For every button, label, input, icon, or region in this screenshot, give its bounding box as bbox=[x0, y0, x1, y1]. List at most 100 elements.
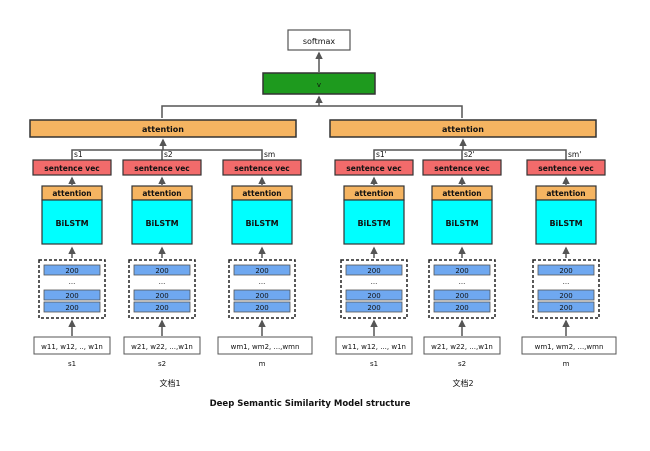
bilstm-box bbox=[41, 199, 103, 245]
sentence-label: s2' bbox=[464, 150, 475, 159]
embedding-vector bbox=[537, 264, 595, 276]
v-box bbox=[262, 72, 376, 95]
embedding-vector bbox=[433, 289, 491, 301]
column-attention-label: attention bbox=[546, 189, 585, 198]
bilstm-label: BiLSTM bbox=[549, 219, 582, 228]
sentence-vec-label: sentence vec bbox=[346, 164, 401, 173]
embedding-vector bbox=[43, 289, 101, 301]
embedding-label: ... bbox=[69, 278, 76, 286]
group-attention-label: attention bbox=[442, 125, 484, 134]
sentence-bus bbox=[71, 149, 263, 160]
sentence-vec-box bbox=[222, 159, 302, 176]
embedding-ellipsis bbox=[538, 278, 594, 287]
embedding-label: 200 bbox=[367, 292, 380, 300]
column-attention-label: attention bbox=[442, 189, 481, 198]
embedding-vector bbox=[233, 289, 291, 301]
embedding-label: ... bbox=[259, 278, 266, 286]
words-box bbox=[33, 336, 111, 355]
v-label: v bbox=[317, 81, 321, 89]
sentence-vec-box bbox=[334, 159, 414, 176]
sentence-vec-label: sentence vec bbox=[234, 164, 289, 173]
embedding-vector bbox=[43, 264, 101, 276]
column-attention-label: attention bbox=[142, 189, 181, 198]
merge-connector bbox=[161, 105, 463, 118]
bilstm-box bbox=[131, 199, 193, 245]
sentence-vec-box bbox=[526, 159, 606, 176]
sentence-name: m bbox=[259, 360, 266, 368]
sentence-label: s1 bbox=[74, 150, 83, 159]
words-box bbox=[217, 336, 313, 355]
sentence-column: s2'sentence vecattentionBiLSTM200...2002… bbox=[422, 150, 502, 368]
group-attention-label: attention bbox=[142, 125, 184, 134]
embedding-label: 200 bbox=[559, 267, 572, 275]
embedding-ellipsis bbox=[44, 278, 100, 287]
words-label: w21, w22, ...,w1n bbox=[131, 343, 193, 351]
column-attention-label: attention bbox=[52, 189, 91, 198]
embedding-label: 200 bbox=[367, 304, 380, 312]
sentence-label: sm bbox=[264, 150, 275, 159]
sentence-vec-box bbox=[122, 159, 202, 176]
words-label: wm1, wm2, ...,wmn bbox=[535, 343, 604, 351]
caption-left: 文档1 bbox=[159, 378, 180, 388]
bilstm-label: BiLSTM bbox=[245, 219, 278, 228]
softmax-box bbox=[287, 29, 351, 51]
embedding-vector bbox=[233, 301, 291, 313]
sentence-vec-box bbox=[32, 159, 112, 176]
embedding-label: 200 bbox=[65, 267, 78, 275]
embedding-vector bbox=[133, 301, 191, 313]
sentence-vec-label: sentence vec bbox=[134, 164, 189, 173]
embedding-ellipsis bbox=[346, 278, 402, 287]
embedding-vector bbox=[345, 264, 403, 276]
embedding-label: 200 bbox=[255, 304, 268, 312]
words-box bbox=[335, 336, 413, 355]
bilstm-label: BiLSTM bbox=[145, 219, 178, 228]
embedding-label: 200 bbox=[455, 304, 468, 312]
embedding-label: 200 bbox=[65, 304, 78, 312]
embedding-label: ... bbox=[371, 278, 378, 286]
embedding-ellipsis bbox=[134, 278, 190, 287]
embedding-label: 200 bbox=[155, 292, 168, 300]
embedding-vector bbox=[345, 289, 403, 301]
embedding-label: 200 bbox=[255, 292, 268, 300]
sentence-label: s2 bbox=[164, 150, 173, 159]
embedding-ellipsis bbox=[434, 278, 490, 287]
words-label: wm1, wm2, ...,wmn bbox=[231, 343, 300, 351]
bilstm-label: BiLSTM bbox=[357, 219, 390, 228]
sentence-vec-label: sentence vec bbox=[538, 164, 593, 173]
embedding-label: 200 bbox=[559, 304, 572, 312]
sentence-bus bbox=[373, 149, 567, 160]
embedding-label: 200 bbox=[455, 292, 468, 300]
words-label: w11, w12, ..., w1n bbox=[342, 343, 406, 351]
sentence-name: s1 bbox=[68, 360, 76, 368]
embedding-label: ... bbox=[563, 278, 570, 286]
embedding-label: 200 bbox=[65, 292, 78, 300]
embedding-label: 200 bbox=[559, 292, 572, 300]
group-attention-bar bbox=[29, 119, 297, 138]
caption-right: 文档2 bbox=[452, 378, 473, 388]
embedding-label: 200 bbox=[155, 304, 168, 312]
words-label: w11, w12, .., w1n bbox=[41, 343, 103, 351]
words-box bbox=[423, 336, 501, 355]
bilstm-box bbox=[343, 199, 405, 245]
column-attention-label: attention bbox=[354, 189, 393, 198]
embedding-vector bbox=[433, 301, 491, 313]
words-box bbox=[521, 336, 617, 355]
embedding-label: 200 bbox=[367, 267, 380, 275]
bilstm-box bbox=[431, 199, 493, 245]
embedding-label: 200 bbox=[455, 267, 468, 275]
bilstm-label: BiLSTM bbox=[445, 219, 478, 228]
sentence-vec-label: sentence vec bbox=[44, 164, 99, 173]
column-attention-label: attention bbox=[242, 189, 281, 198]
sentence-label: sm' bbox=[568, 150, 581, 159]
embedding-vector bbox=[345, 301, 403, 313]
sentence-column: s1'sentence vecattentionBiLSTM200...2002… bbox=[334, 150, 414, 368]
words-label: w21, w22, ...,w1n bbox=[431, 343, 493, 351]
embedding-vector bbox=[537, 289, 595, 301]
embedding-vector bbox=[133, 264, 191, 276]
group-attention-bar bbox=[329, 119, 597, 138]
bilstm-box bbox=[535, 199, 597, 245]
